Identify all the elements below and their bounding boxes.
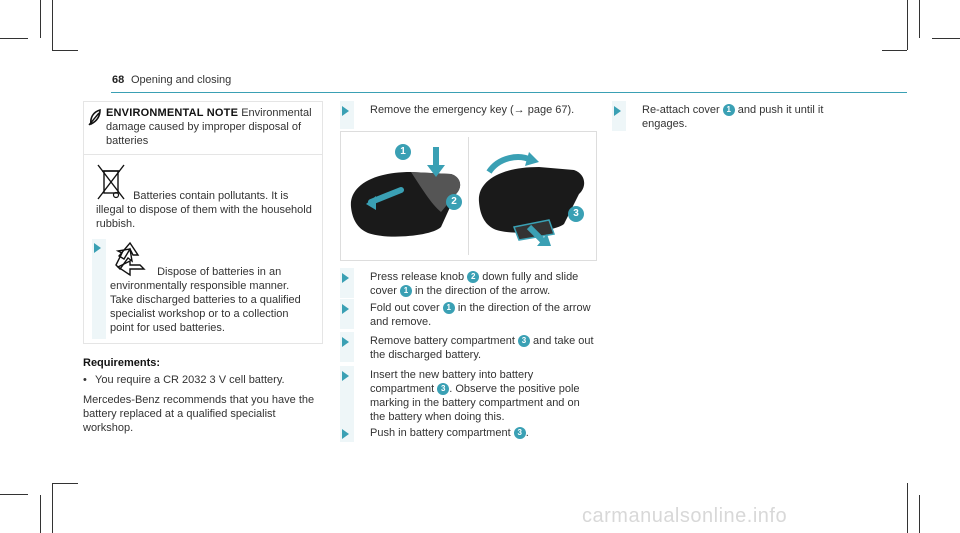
- callout-3-inline: 3: [513, 427, 526, 440]
- step-arrow-icon: [94, 243, 101, 253]
- step-fold-cover: Fold out cover 1 in the direction of the…: [340, 299, 595, 329]
- crop-mark: [907, 483, 908, 533]
- battery-paragraph: Batteries contain pollutants. It is ille…: [96, 161, 314, 231]
- crop-mark: [52, 50, 78, 51]
- recycle-text: Dispose of batteries in an environmental…: [110, 266, 301, 334]
- crop-mark: [0, 494, 28, 495]
- requirement-item: • You require a CR 2032 3 V cell battery…: [83, 373, 323, 387]
- watermark: carmanualsonline.info: [582, 505, 788, 527]
- step-arrow-icon: [342, 106, 349, 116]
- step-text: in the direction of the arrow.: [415, 285, 551, 297]
- note-title: ENVIRONMENTAL NOTE: [106, 107, 239, 119]
- recycle-icon: [110, 239, 150, 279]
- crop-mark: [52, 483, 53, 533]
- crop-mark: [919, 0, 920, 38]
- requirement-text: You require a CR 2032 3 V cell battery.: [95, 374, 285, 386]
- step-push-compartment: Push in battery compartment 3.: [340, 424, 595, 442]
- callout-3: 3: [568, 206, 584, 222]
- callout-3-inline: 3: [437, 383, 450, 396]
- callout-1-inline: 1: [399, 285, 412, 298]
- environmental-note: ENVIRONMENTAL NOTE Environmental damage …: [83, 101, 323, 344]
- key-illustration-right: [478, 152, 585, 246]
- crop-mark: [0, 38, 28, 39]
- crop-mark: [52, 483, 78, 484]
- step-text: Remove battery compartment: [370, 335, 515, 347]
- crop-mark: [919, 495, 920, 533]
- step-text: Remove the emergency key (→ page 67).: [370, 104, 575, 116]
- requirements-paragraph: Mercedes-Benz recommends that you have t…: [83, 394, 315, 434]
- section-title: Opening and closing: [131, 74, 232, 86]
- step-text: Press release knob: [370, 271, 465, 283]
- crop-mark: [40, 0, 41, 38]
- step-remove-key: Remove the emergency key (→ page 67).: [340, 101, 595, 129]
- step-reattach-cover: Re-attach cover 1 and push it until it e…: [612, 101, 842, 131]
- step-press-knob: Press release knob 2 down fully and slid…: [340, 268, 595, 298]
- callout-1-inline: 1: [722, 104, 735, 117]
- step-arrow-icon: [342, 304, 349, 314]
- crop-mark: [932, 38, 960, 39]
- step-text: down fully and slide cover: [370, 271, 579, 297]
- step-text: Fold out cover: [370, 302, 440, 314]
- page-number: 68: [112, 74, 125, 86]
- note-body: Batteries contain pollutants. It is ille…: [84, 155, 322, 343]
- step-arrow-icon: [342, 429, 349, 439]
- header-rule: [111, 92, 907, 93]
- key-battery-figure: 1 2 3: [340, 131, 597, 261]
- recycle-step: Dispose of batteries in an environmental…: [92, 239, 314, 339]
- bullet-icon: •: [83, 374, 87, 386]
- note-title-rest: Environmental damage caused by improper …: [106, 107, 312, 147]
- step-bar: [92, 239, 106, 339]
- step-arrow-icon: [614, 106, 621, 116]
- step-text: in the direction of the arrow and remove…: [370, 302, 591, 328]
- step-arrow-icon: [342, 273, 349, 283]
- step-text: . Observe the positive pole marking in t…: [370, 383, 580, 423]
- step-text: and take out the discharged battery.: [370, 335, 594, 361]
- requirements-title: Requirements:: [83, 357, 161, 369]
- callout-2-inline: 2: [467, 271, 480, 284]
- step-text: .: [525, 427, 529, 439]
- step-text: and push it until it engages.: [642, 104, 824, 130]
- callout-3-inline: 3: [517, 335, 530, 348]
- step-text: Insert the new battery into battery comp…: [370, 369, 534, 395]
- crop-mark: [40, 495, 41, 533]
- step-text: Push in battery compartment: [370, 427, 511, 439]
- callout-1-inline: 1: [442, 302, 455, 315]
- crossed-bin-icon: [96, 161, 126, 203]
- step-arrow-icon: [342, 371, 349, 381]
- crop-mark: [907, 0, 908, 50]
- note-header: ENVIRONMENTAL NOTE Environmental damage …: [84, 102, 322, 155]
- step-insert-battery: Insert the new battery into battery comp…: [340, 366, 595, 424]
- step-arrow-icon: [342, 337, 349, 347]
- requirements-block: Requirements: • You require a CR 2032 3 …: [83, 356, 323, 435]
- callout-1: 1: [395, 144, 411, 160]
- step-text: Re-attach cover: [642, 104, 720, 116]
- environment-icon: [88, 106, 106, 148]
- figure-divider: [468, 137, 469, 255]
- callout-2: 2: [446, 194, 462, 210]
- crop-mark: [882, 50, 907, 51]
- crop-mark: [52, 0, 53, 50]
- battery-text: Batteries contain pollutants. It is ille…: [96, 190, 312, 230]
- step-remove-compartment: Remove battery compartment 3 and take ou…: [340, 332, 595, 362]
